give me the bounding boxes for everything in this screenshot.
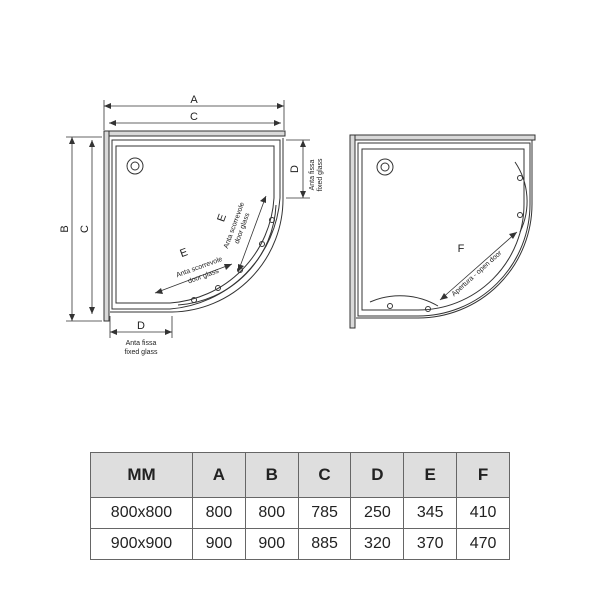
right-open-door-upper: [514, 161, 528, 233]
table-cell: 250: [350, 497, 405, 529]
left-tray-outline: [111, 139, 281, 310]
right-curved-glass: [417, 203, 533, 319]
table-cell: 900: [192, 528, 246, 560]
table-cell: 345: [403, 497, 458, 529]
dim-d-right-label: D: [289, 165, 301, 173]
right-side-wall: [349, 134, 356, 329]
table-cell: 900: [244, 528, 299, 560]
fixed-glass-bottom-en: fixed glass: [124, 349, 158, 356]
dim-b-label: B: [59, 225, 71, 232]
dim-c-top-label: C: [190, 111, 198, 123]
left-door-rollers: [191, 217, 275, 303]
dim-f-label: F: [458, 243, 465, 255]
header-a: A: [192, 452, 246, 498]
right-tray-outline: [357, 142, 531, 317]
dim-e-lower-line: [154, 263, 233, 294]
left-door-glass-inner: [177, 204, 277, 306]
table-cell: 800: [192, 497, 246, 529]
dim-e-upper-label: E: [215, 212, 229, 223]
table-cell: 900x900: [90, 528, 193, 560]
left-door-glass-outer: [171, 197, 284, 313]
table-cell: 370: [403, 528, 458, 560]
dimensions-table: MM A B C D E F 800x800 800 800 785 250 3…: [90, 452, 510, 560]
right-back-wall: [349, 134, 536, 141]
left-back-wall: [103, 130, 286, 137]
table-row: 800x800 800 800 785 250 345 410: [90, 497, 510, 529]
fixed-glass-bottom-it: Anta fissa: [126, 340, 157, 347]
header-d: D: [350, 452, 405, 498]
dim-e-upper-line: [237, 195, 267, 273]
left-side-wall: [103, 130, 110, 322]
open-door-label: Apertura - open door: [451, 249, 504, 298]
table-cell: 410: [456, 497, 510, 529]
right-tray-inner: [361, 148, 525, 311]
right-drain: [376, 158, 394, 176]
right-open-door-lower: [369, 295, 439, 307]
table-row: 900x900 900 900 885 320 370 470: [90, 528, 510, 560]
dim-e-lower-label: E: [178, 246, 189, 260]
header-b: B: [244, 452, 299, 498]
right-door-rollers: [387, 175, 523, 312]
header-c: C: [297, 452, 352, 498]
left-drain-inner: [130, 161, 140, 171]
dim-d-bottom-label: D: [137, 320, 145, 332]
left-tray-inner: [115, 145, 275, 304]
dim-a-label: A: [190, 94, 198, 106]
header-mm: MM: [90, 452, 193, 498]
header-f: F: [456, 452, 510, 498]
dim-f-line: [439, 231, 518, 301]
header-e: E: [403, 452, 458, 498]
table-cell: 320: [350, 528, 405, 560]
dim-c-side-label: C: [79, 225, 91, 233]
table-cell: 785: [297, 497, 352, 529]
left-plan-view: A C B C D Anta fissa fixed glass D: [59, 94, 324, 356]
table-cell: 800: [244, 497, 299, 529]
table-cell: 885: [297, 528, 352, 560]
right-drain-inner: [380, 162, 390, 172]
right-plan-view: F Apertura - open door: [349, 134, 536, 329]
fixed-glass-right-it: Anta fissa: [309, 160, 316, 191]
table-header-row: MM A B C D E F: [90, 452, 510, 498]
fixed-glass-right-en: fixed glass: [317, 158, 324, 192]
left-drain: [126, 157, 144, 175]
table-cell: 470: [456, 528, 510, 560]
table-cell: 800x800: [90, 497, 193, 529]
